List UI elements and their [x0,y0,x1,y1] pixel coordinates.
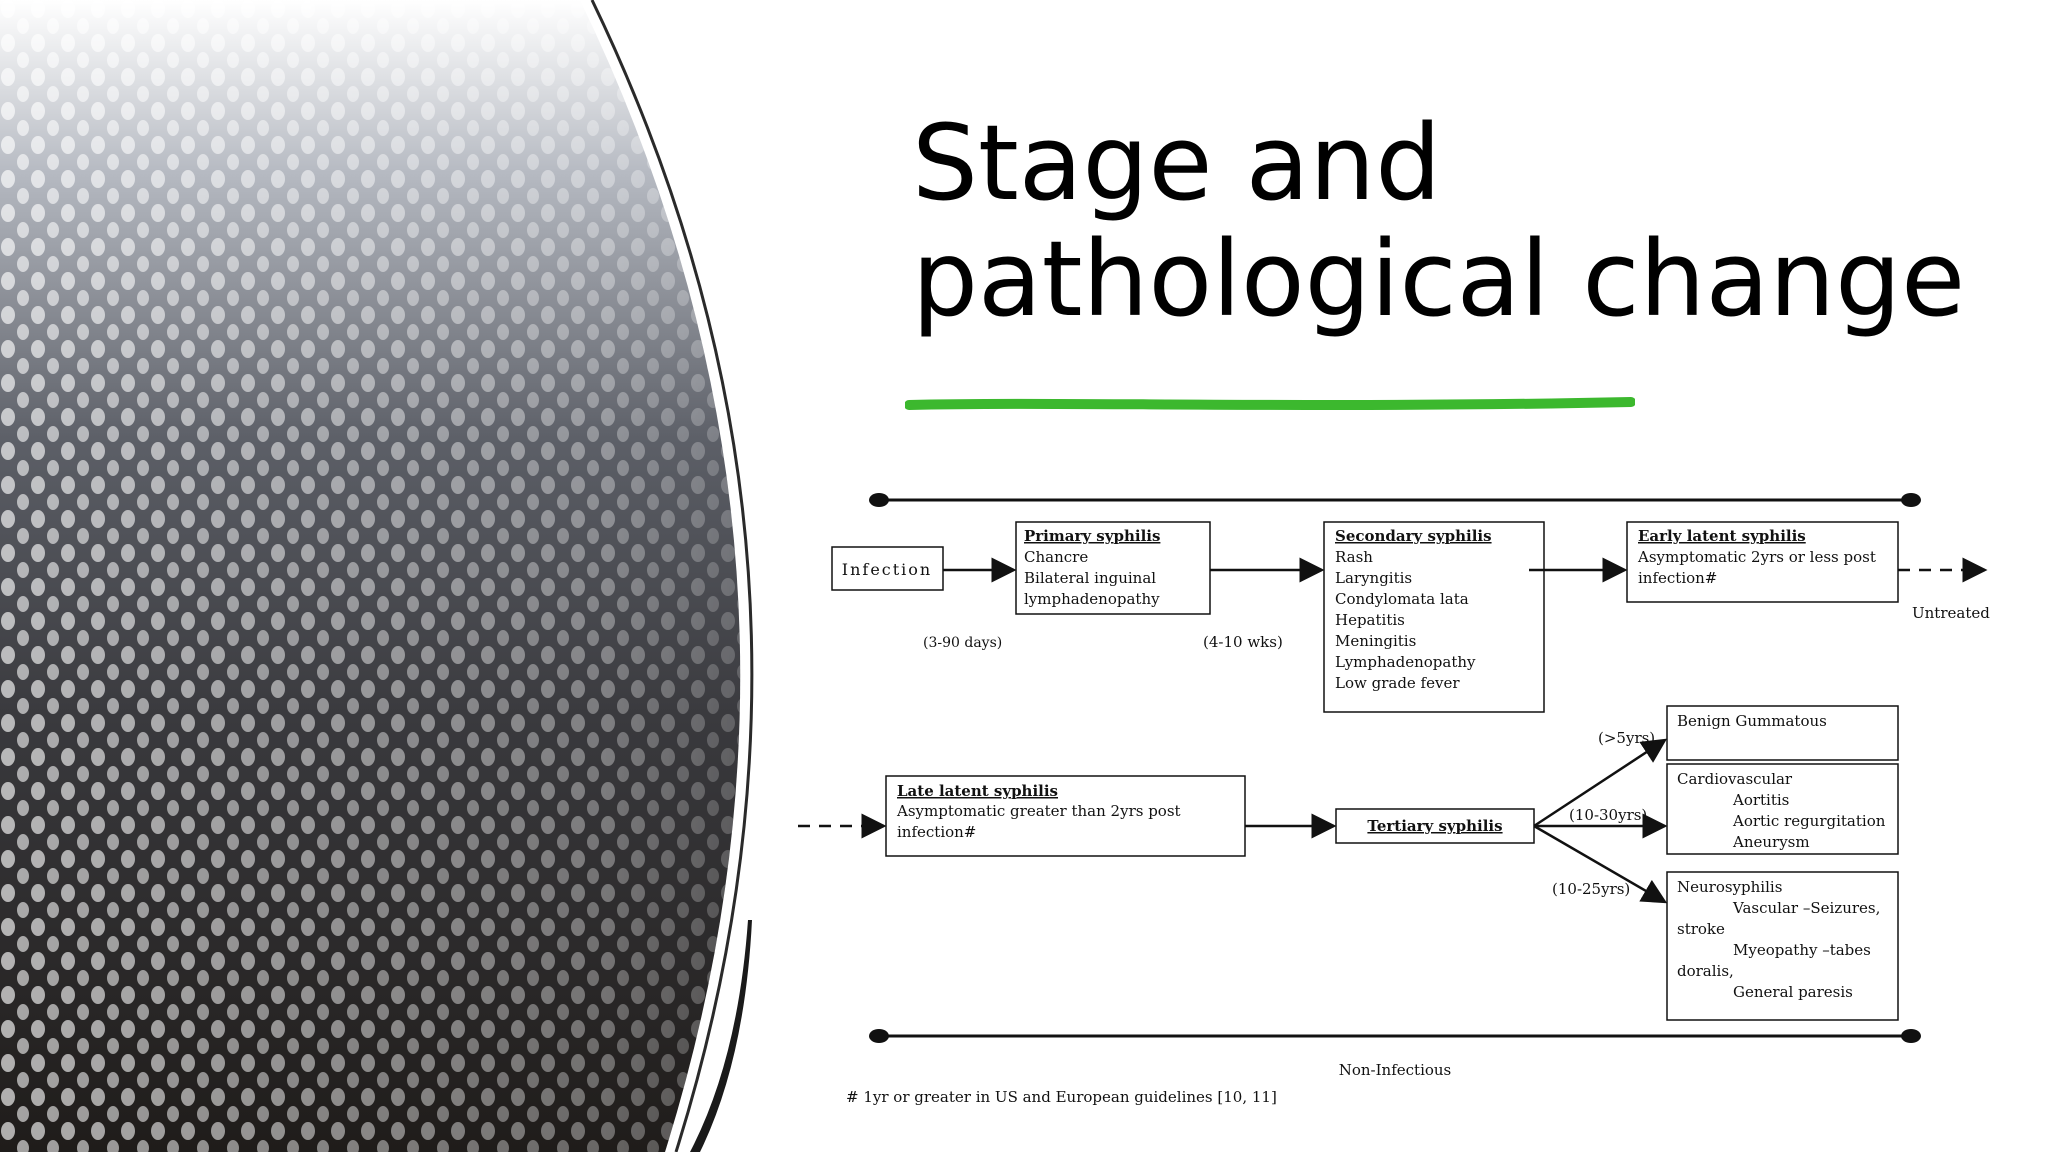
early-latent-title: Early latent syphilis [1638,527,1806,545]
primary-syphilis-box [1015,521,1211,615]
slide-title: Stage and pathological change [912,105,2012,337]
timeline-end-cap [1901,493,1921,507]
neuro-line: Neurosyphilis [1677,878,1782,896]
primary-title: Primary syphilis [1024,527,1160,545]
footnote: # 1yr or greater in US and European guid… [846,1088,1277,1106]
secondary-line: Laryngitis [1335,569,1412,587]
interval-neuro: (10-25yrs) [1552,880,1630,898]
dotted-gradient-background [0,0,754,1152]
interval-to-primary: (3-90 days) [923,635,1002,651]
infection-box [831,546,944,591]
late-latent-box [885,775,1246,857]
non-infectious-label: Non-Infectious [1339,1061,1452,1079]
neuro-line: doralis, [1677,962,1734,980]
cardiovascular-box [1666,763,1899,855]
arrow-tertiary-to-benign [1533,738,1668,828]
title-underline [905,397,1635,410]
benign-line: Benign Gummatous [1677,712,1827,730]
neuro-line: Myeopathy –tabes [1733,941,1871,959]
secondary-line: Lymphadenopathy [1335,653,1476,671]
secondary-line: Low grade fever [1335,674,1460,692]
title-line-1: Stage and [912,102,1442,224]
primary-line: Bilateral inguinal [1024,569,1156,587]
secondary-line: Condylomata lata [1335,590,1469,608]
cardio-line: Aneurysm [1732,833,1810,851]
cardio-line: Aortitis [1732,791,1789,809]
infection-label: Infection [842,560,932,579]
early-latent-box [1626,521,1899,603]
timeline-end-cap [1901,1029,1921,1043]
secondary-line: Rash [1335,548,1373,566]
interval-benign: (>5yrs) [1598,729,1655,747]
neuro-line: Vascular –Seizures, [1732,899,1880,917]
untreated-label: Untreated [1912,604,1990,622]
secondary-line: Hepatitis [1335,611,1405,629]
arrow-tertiary-to-neuro [1533,824,1668,904]
neuro-line: General paresis [1733,983,1853,1001]
cardio-line: Aortic regurgitation [1732,812,1886,830]
secondary-line: Meningitis [1335,632,1416,650]
neurosyphilis-box [1666,871,1899,1021]
early-latent-line: Asymptomatic 2yrs or less post [1637,548,1876,566]
title-line-2: pathological change [912,218,1966,340]
cardio-line: Cardiovascular [1677,770,1793,788]
secondary-title: Secondary syphilis [1335,527,1492,545]
secondary-syphilis-box [1323,521,1545,713]
timeline-start-cap [869,493,889,507]
early-latent-line: infection# [1638,569,1717,587]
late-latent-title: Late latent syphilis [897,782,1058,800]
late-latent-line: Asymptomatic greater than 2yrs post [896,802,1181,820]
primary-line: Chancre [1024,548,1088,566]
neuro-line: stroke [1677,920,1725,938]
primary-line: lymphadenopathy [1024,590,1160,608]
interval-cardio: (10-30yrs) [1569,806,1647,824]
tertiary-title: Tertiary syphilis [1367,817,1502,835]
benign-gummatous-box [1666,705,1899,761]
timeline-start-cap [869,1029,889,1043]
syphilis-stage-diagram: Infection Primary syphilis Chancre Bilat… [798,493,1990,1106]
interval-to-secondary: (4-10 wks) [1203,633,1283,651]
late-latent-line: infection# [897,823,976,841]
